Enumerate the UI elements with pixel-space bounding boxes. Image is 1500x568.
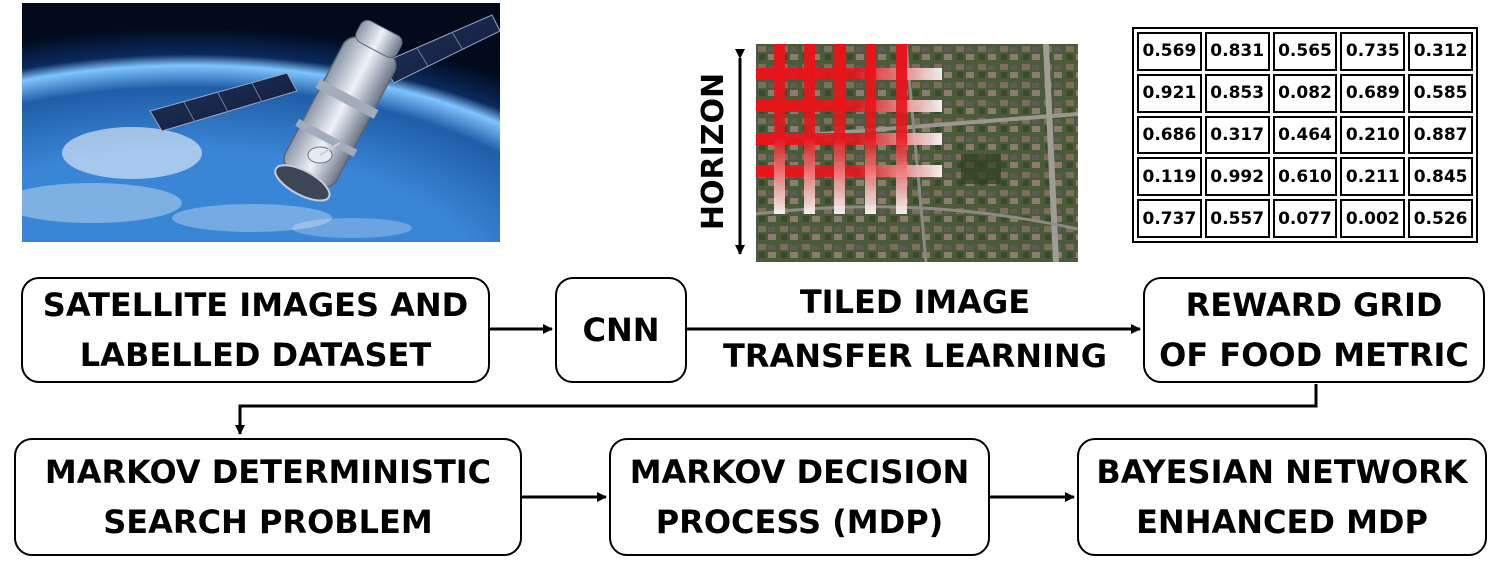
table-cell: 0.002 [1340,199,1406,238]
node-label-line: PROCESS (MDP) [655,503,944,541]
table-cell: 0.686 [1137,115,1202,155]
aerial-image [756,44,1078,262]
table-cell: 0.853 [1204,73,1270,113]
node-reward-grid: REWARD GRID OF FOOD METRIC [1143,277,1485,383]
table-cell: 0.992 [1204,157,1270,197]
table-cell: 0.737 [1137,199,1202,238]
node-label-line: BAYESIAN NETWORK [1096,453,1468,491]
table-cell: 0.921 [1137,73,1202,113]
node-label-line: LABELLED DATASET [79,336,432,374]
table-cell: 0.077 [1272,199,1338,238]
table-row: 0.921 0.853 0.082 0.689 0.585 [1137,73,1473,113]
node-label-line: ENHANCED MDP [1136,503,1428,541]
table-row: 0.686 0.317 0.464 0.210 0.887 [1137,115,1473,155]
satellite-image [22,3,500,242]
table-cell: 0.831 [1204,32,1270,71]
table-cell: 0.526 [1408,199,1473,238]
table-cell: 0.464 [1272,115,1338,155]
table-row: 0.119 0.992 0.610 0.211 0.845 [1137,157,1473,197]
reward-grid-table: 0.569 0.831 0.565 0.735 0.312 0.921 0.85… [1132,27,1478,243]
table-cell: 0.610 [1272,157,1338,197]
node-markov-search: MARKOV DETERMINISTIC SEARCH PROBLEM [14,438,522,556]
table-cell: 0.569 [1137,32,1202,71]
node-label-line: MARKOV DECISION [629,453,970,491]
table-cell: 0.210 [1340,115,1406,155]
node-cnn: CNN [555,277,687,383]
node-label-line: CNN [582,311,660,349]
table-row: 0.737 0.557 0.077 0.002 0.526 [1137,199,1473,238]
table-cell: 0.585 [1408,73,1473,113]
node-label-line: MARKOV DETERMINISTIC [44,453,492,491]
table-cell: 0.689 [1340,73,1406,113]
table-cell: 0.211 [1340,157,1406,197]
node-label-line: OF FOOD METRIC [1159,336,1469,374]
table-cell: 0.887 [1408,115,1473,155]
node-mdp: MARKOV DECISION PROCESS (MDP) [609,438,990,556]
edge-reward-to-markov-search [235,384,1318,435]
table-cell: 0.557 [1204,199,1270,238]
table-cell: 0.312 [1408,32,1473,71]
table-cell: 0.317 [1204,115,1270,155]
table-cell: 0.565 [1272,32,1338,71]
node-label-line: SEARCH PROBLEM [103,503,433,541]
table-cell: 0.735 [1340,32,1406,71]
edge-label-transfer-learning: TRANSFER LEARNING [723,337,1107,375]
table-cell: 0.845 [1408,157,1473,197]
node-satellite-images: SATELLITE IMAGES AND LABELLED DATASET [21,277,490,383]
node-label-line: REWARD GRID [1185,286,1443,324]
table-row: 0.569 0.831 0.565 0.735 0.312 [1137,32,1473,71]
node-label-line: SATELLITE IMAGES AND [42,286,469,324]
table-cell: 0.082 [1272,73,1338,113]
node-bayesian: BAYESIAN NETWORK ENHANCED MDP [1077,438,1487,556]
edge-label-tiled-image: TILED IMAGE [799,283,1031,321]
table-cell: 0.119 [1137,157,1202,197]
